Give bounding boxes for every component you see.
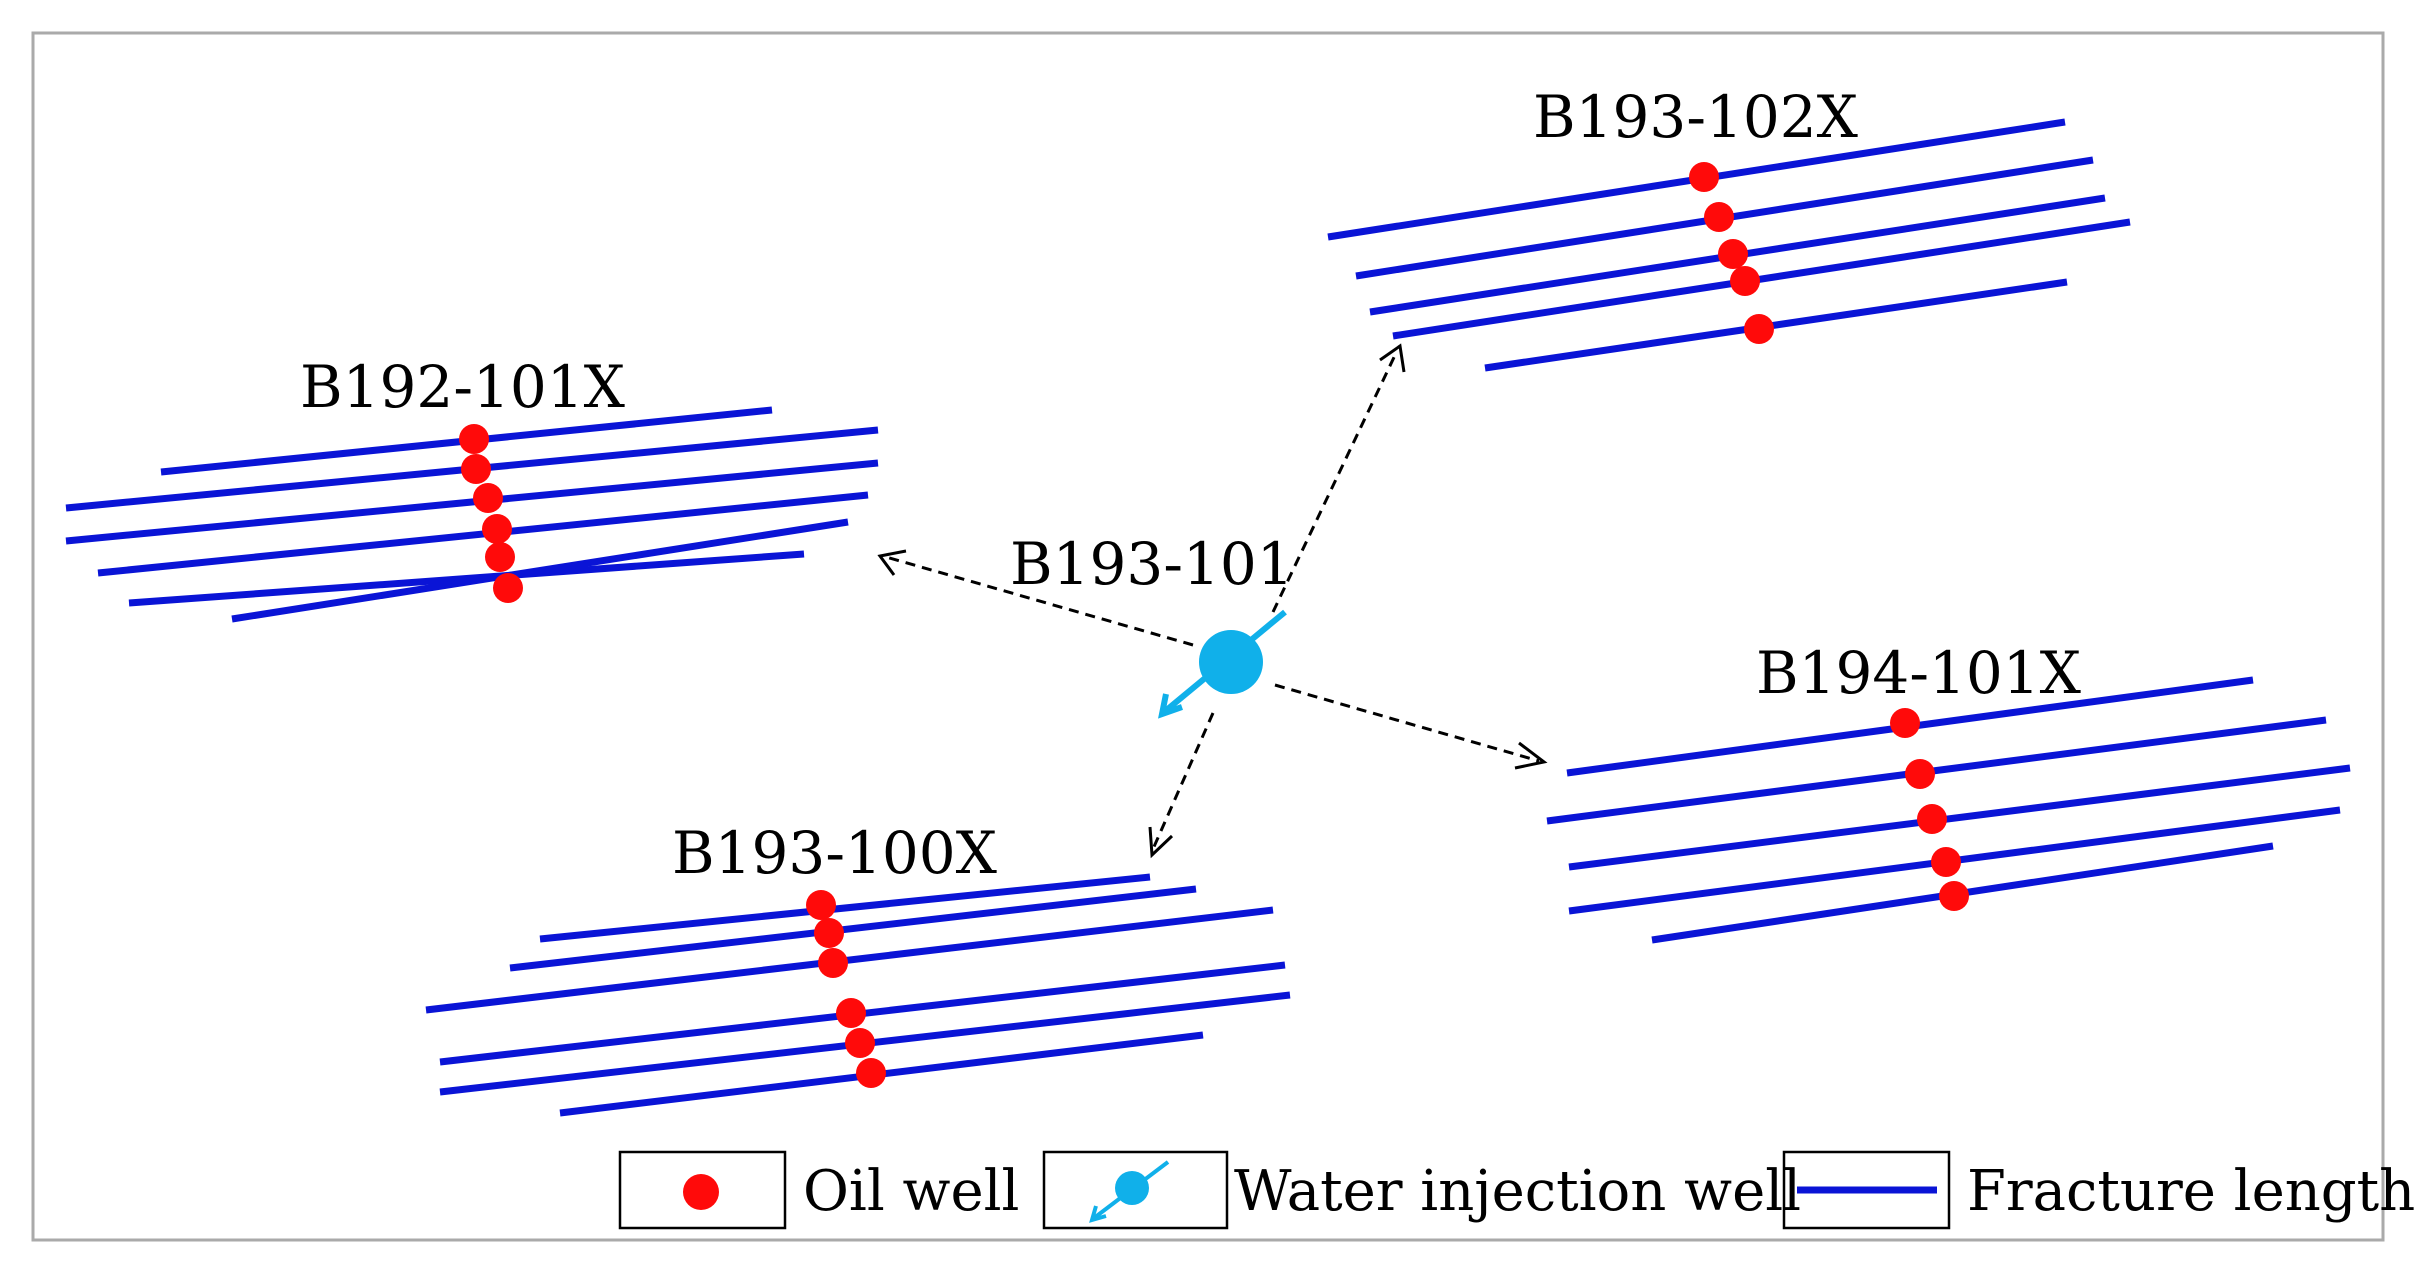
oil-wells-b194: [1890, 708, 1969, 911]
fracture-line: [1484, 278, 2068, 372]
fracture-line: [1568, 764, 2351, 871]
oil-well-marker: [482, 514, 512, 544]
fracture-line: [1546, 716, 2327, 825]
oil-wells-b193-100: [806, 890, 886, 1088]
fracture-line: [231, 518, 849, 623]
legend-injection-arrow-icon: [1089, 1205, 1107, 1223]
oil-well-marker: [856, 1058, 886, 1088]
oil-well-marker: [1744, 314, 1774, 344]
oil-well-marker: [1917, 804, 1947, 834]
legend: Oil well Water injection well Fracture l…: [618, 1150, 2415, 1230]
well-group-b192: [65, 406, 879, 623]
oil-well-marker: [473, 483, 503, 513]
oil-well-marker: [461, 454, 491, 484]
fracture-line: [65, 459, 879, 545]
connection-arrow-to-b194: [1274, 683, 1540, 763]
oil-well-marker: [818, 948, 848, 978]
well-label-injection: B193-101: [1010, 530, 1294, 598]
oil-well-marker: [845, 1028, 875, 1058]
legend-box-fracture: [1782, 1150, 1951, 1230]
connection-arrow-to-b193-102: [1271, 350, 1399, 613]
well-label-b192: B192-101X: [300, 353, 626, 421]
figure-frame: [31, 31, 2385, 1242]
oil-well-marker: [493, 573, 523, 603]
oil-well-marker: [1931, 847, 1961, 877]
oil-well-marker: [806, 890, 836, 920]
fracture-line: [1392, 218, 2131, 340]
oil-well-marker: [1718, 239, 1748, 269]
oil-well-marker: [1939, 881, 1969, 911]
oil-well-marker: [1689, 162, 1719, 192]
legend-box-water-injection: [1042, 1150, 1229, 1230]
arrow-head-icon: [1148, 826, 1174, 859]
fracture-line: [509, 885, 1197, 972]
legend-label-oil-well: Oil well: [803, 1159, 1019, 1224]
injection-well: [1158, 609, 1287, 719]
connection-arrows: [877, 343, 1548, 859]
arrow-head-icon: [1514, 741, 1548, 770]
legend-label-fracture: Fracture length: [1967, 1159, 2415, 1224]
oil-well-marker: [1905, 759, 1935, 789]
oil-well-marker: [1704, 202, 1734, 232]
oil-well-legend-icon: [683, 1174, 719, 1210]
oil-well-marker: [485, 542, 515, 572]
oil-well-marker: [1890, 708, 1920, 738]
oil-well-marker: [1730, 266, 1760, 296]
arrow-head-icon: [1379, 343, 1406, 373]
fracture-line: [539, 873, 1151, 943]
oil-well-marker: [836, 998, 866, 1028]
oil-wells-b193-102: [1689, 162, 1774, 344]
oil-well-marker: [459, 424, 489, 454]
well-label-b193-100: B193-100X: [672, 819, 998, 887]
fracture-line: [425, 906, 1274, 1014]
well-label-b193-102: B193-102X: [1533, 83, 1859, 151]
water-injection-legend-icon: [1115, 1171, 1149, 1205]
arrow-head-icon: [877, 549, 907, 576]
oil-wells-b192: [459, 424, 523, 603]
legend-label-water-injection: Water injection well: [1234, 1159, 1801, 1224]
connection-arrow-to-b192: [885, 555, 1194, 647]
well-label-b194: B194-101X: [1756, 639, 2082, 707]
connection-arrow-to-b193-100: [1151, 712, 1215, 850]
oil-well-marker: [814, 918, 844, 948]
water-injection-well-marker: [1199, 630, 1263, 694]
injection-arrow-icon: [1158, 693, 1183, 719]
legend-box-oil-well: [618, 1150, 787, 1230]
fracture-line: [128, 550, 805, 607]
